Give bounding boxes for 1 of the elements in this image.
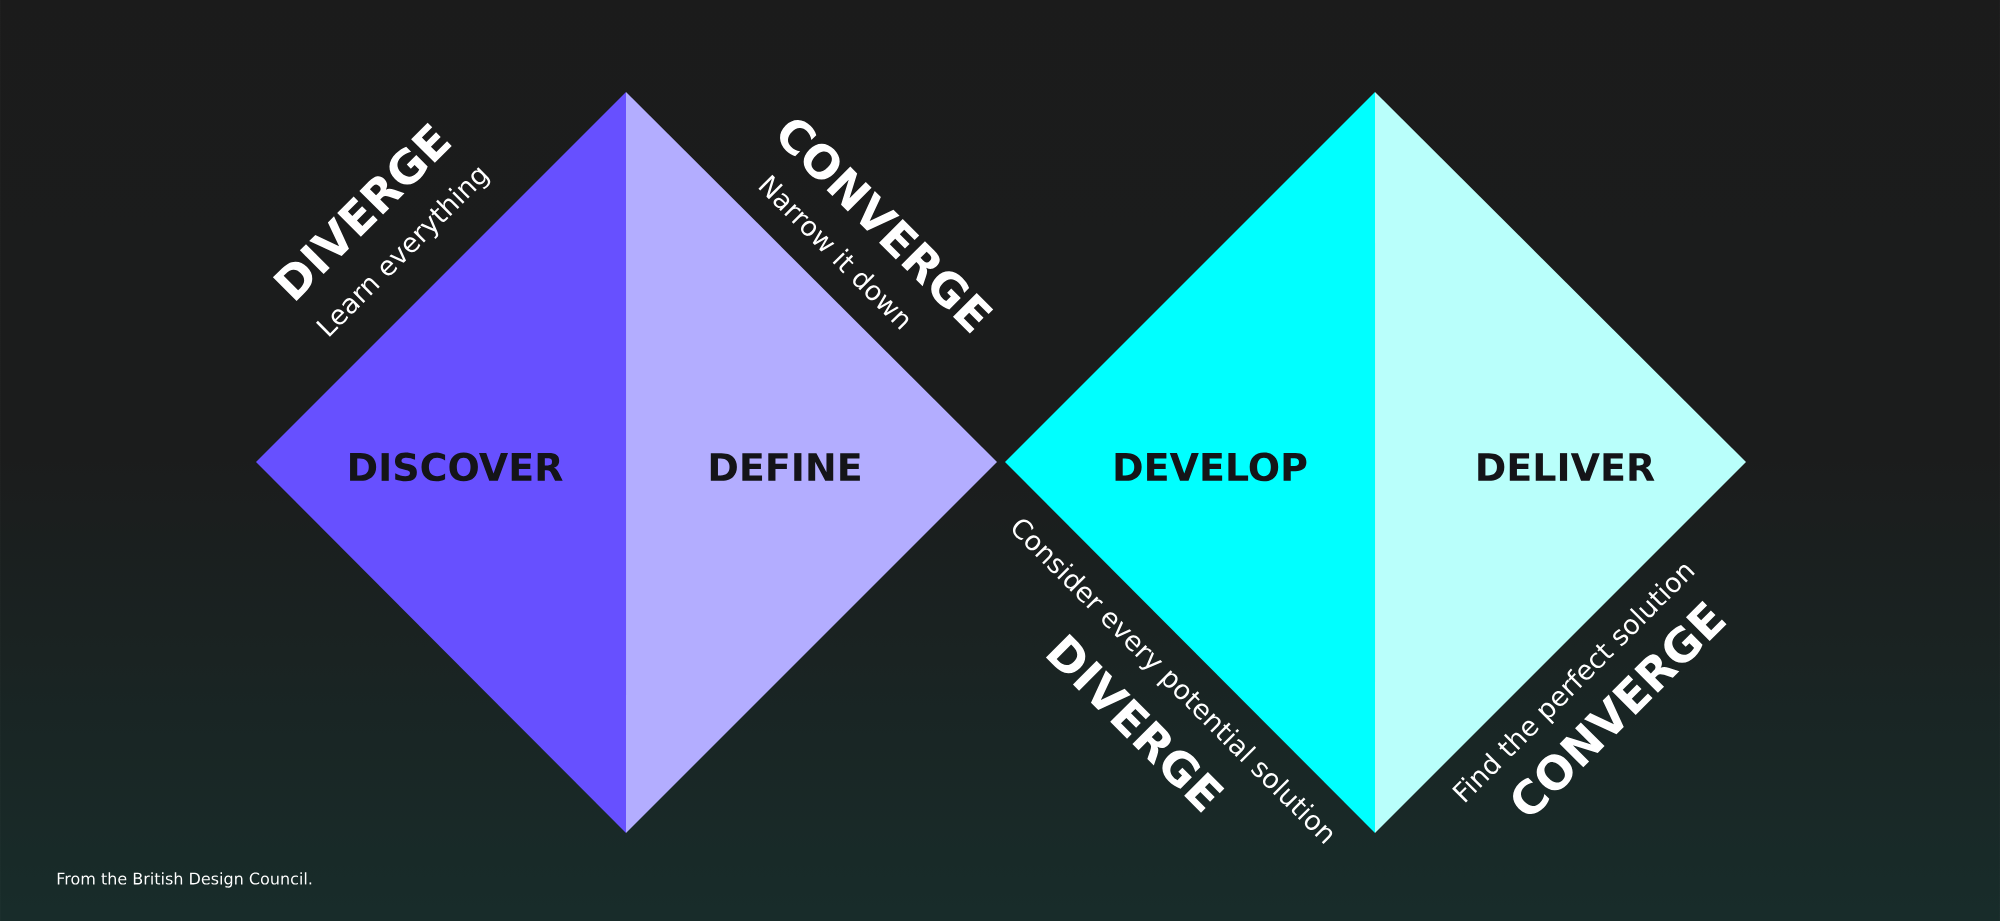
source-note: From the British Design Council.: [57, 872, 312, 888]
